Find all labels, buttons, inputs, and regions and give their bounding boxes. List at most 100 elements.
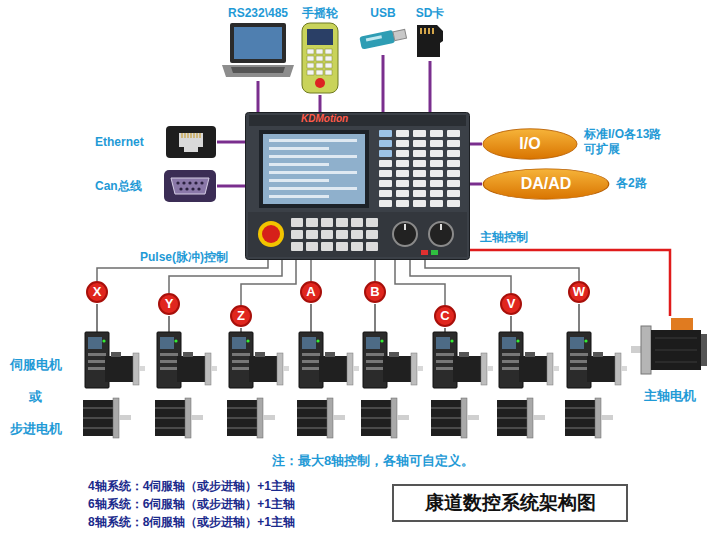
ctrl-icon-part-part (379, 150, 392, 157)
pendant-icon-part-part (307, 56, 314, 61)
usb-icon-part (356, 21, 410, 55)
servo-stepper-unit (83, 332, 145, 438)
note-label: 或 (29, 388, 42, 406)
connector-line (374, 260, 376, 281)
sd-icon-part-part (420, 28, 422, 34)
usb-icon-part-part-part (393, 29, 407, 40)
eth-icon-part-part (193, 133, 194, 138)
ctrl-icon-part-part (447, 200, 460, 207)
ctrl-icon-part-part (379, 190, 392, 197)
eth-icon-part-part (179, 133, 203, 152)
ctrl-icon-part-part (430, 200, 443, 207)
ctrl-icon-part-part (447, 130, 460, 137)
can-icon-part (163, 169, 217, 203)
ctrl-icon-part-part (430, 190, 443, 197)
ctrl-icon-part-part (430, 160, 443, 167)
note-label: 伺服电机 (10, 356, 62, 374)
servo-stepper-unit (155, 332, 217, 438)
axis-circle: W (568, 281, 590, 303)
note-label: 注：最大8轴控制，各轴可自定义。 (272, 452, 474, 470)
ctrl-icon-part-part (351, 230, 363, 239)
ctrl-icon-part-part (258, 221, 284, 247)
ctrl-icon-part-part (396, 180, 409, 187)
can-icon (163, 169, 217, 203)
pendant-icon-part (298, 21, 342, 95)
ctrl-icon-part-part (421, 250, 428, 255)
spindle-icon-part-part (631, 346, 641, 353)
spindle-icon (628, 316, 712, 382)
can-icon-part-part (176, 181, 179, 184)
ctrl-icon-part-part (396, 200, 409, 207)
servo-stepper-unit (297, 332, 359, 438)
laptop-icon-part-part (234, 27, 282, 59)
eth-icon-part-part (196, 133, 197, 138)
servo-stepper-unit (227, 332, 289, 438)
ctrl-icon-part-part (396, 160, 409, 167)
port-label: Ethernet (95, 135, 144, 149)
sd-icon-part-part (424, 28, 426, 34)
eth-icon-part-part (187, 133, 188, 138)
ctrl-icon-part-part (351, 218, 363, 227)
ctrl-icon-part-part (336, 218, 348, 227)
sd-icon-part-part (417, 25, 443, 57)
laptop-icon-part-part (222, 65, 294, 77)
drive-wires-part (240, 328, 242, 332)
connector-line (470, 143, 482, 146)
spindle-icon-part-part (701, 334, 707, 366)
ctrl-icon-part-part (249, 115, 466, 126)
spindle-motor: 主轴电机 (628, 316, 712, 404)
ctrl-icon-part-part (413, 130, 426, 137)
note-label: 8轴系统：8伺服轴（或步进轴）+1主轴 (88, 514, 295, 531)
connector-line (257, 81, 260, 112)
ctrl-icon-part-part (379, 180, 392, 187)
port-device: RS232\485 (206, 6, 310, 81)
caption-box: 康道数控系统架构图 (392, 484, 628, 522)
can-icon-part-part (200, 181, 203, 184)
eth-icon-part-part (166, 126, 216, 158)
connector-line (470, 183, 482, 186)
ctrl-icon-part-part (413, 200, 426, 207)
io-oval: DA/AD各2路 (482, 168, 610, 200)
ctrl-icon-part-part (262, 225, 280, 243)
ctrl-icon-part-part (393, 222, 417, 246)
port-label: SD卡 (408, 6, 452, 21)
eth-icon-part (165, 125, 217, 159)
pendant-icon-part-part (315, 78, 325, 88)
eth-icon-part-part (184, 133, 185, 138)
port-device: Can总线 (95, 168, 217, 204)
spindle-icon-part-part (655, 338, 697, 339)
port-label: USB (355, 6, 411, 21)
ctrl-icon-part-part (379, 140, 392, 147)
ctrl-icon-part-part (269, 179, 329, 182)
ctrl-icon-part-part (447, 140, 460, 147)
io-oval: I/O标准I/O各13路 可扩展 (482, 128, 578, 160)
ctrl-icon-part-part (291, 242, 303, 251)
pendant-icon-part-part (325, 49, 332, 54)
drive-wires-part (310, 304, 312, 332)
axis-letter: V (502, 295, 520, 313)
laptop-icon-part (220, 21, 296, 81)
ctrl-icon-part-part (269, 163, 329, 166)
ctrl-icon-part-part (447, 180, 460, 187)
sd-icon-part (413, 21, 447, 61)
connector-line (169, 260, 282, 293)
pendant-icon-part-part (325, 63, 332, 68)
axis-letter: W (570, 283, 588, 301)
axis-circle: A (300, 281, 322, 303)
ctrl-icon-part-part (431, 250, 438, 255)
ctrl-icon-part-part (269, 139, 357, 142)
axis-circle: V (500, 293, 522, 315)
ctrl-icon-part-part (413, 150, 426, 157)
port-label: RS232\485 (206, 6, 310, 21)
ctrl-icon-part (245, 112, 470, 260)
ctrl-icon-part-part (269, 147, 329, 150)
connector-line (429, 61, 432, 112)
note-label: 步进电机 (10, 420, 62, 438)
brand-logo: KDMotion (245, 112, 470, 125)
cnc-controller: KDMotion (245, 112, 470, 260)
ctrl-icon-part-part (306, 242, 318, 251)
ctrl-icon-part-part (396, 190, 409, 197)
axis-letter: C (436, 307, 454, 325)
ctrl-icon-part-part (351, 242, 363, 251)
ctrl-icon-part-part (248, 212, 467, 257)
